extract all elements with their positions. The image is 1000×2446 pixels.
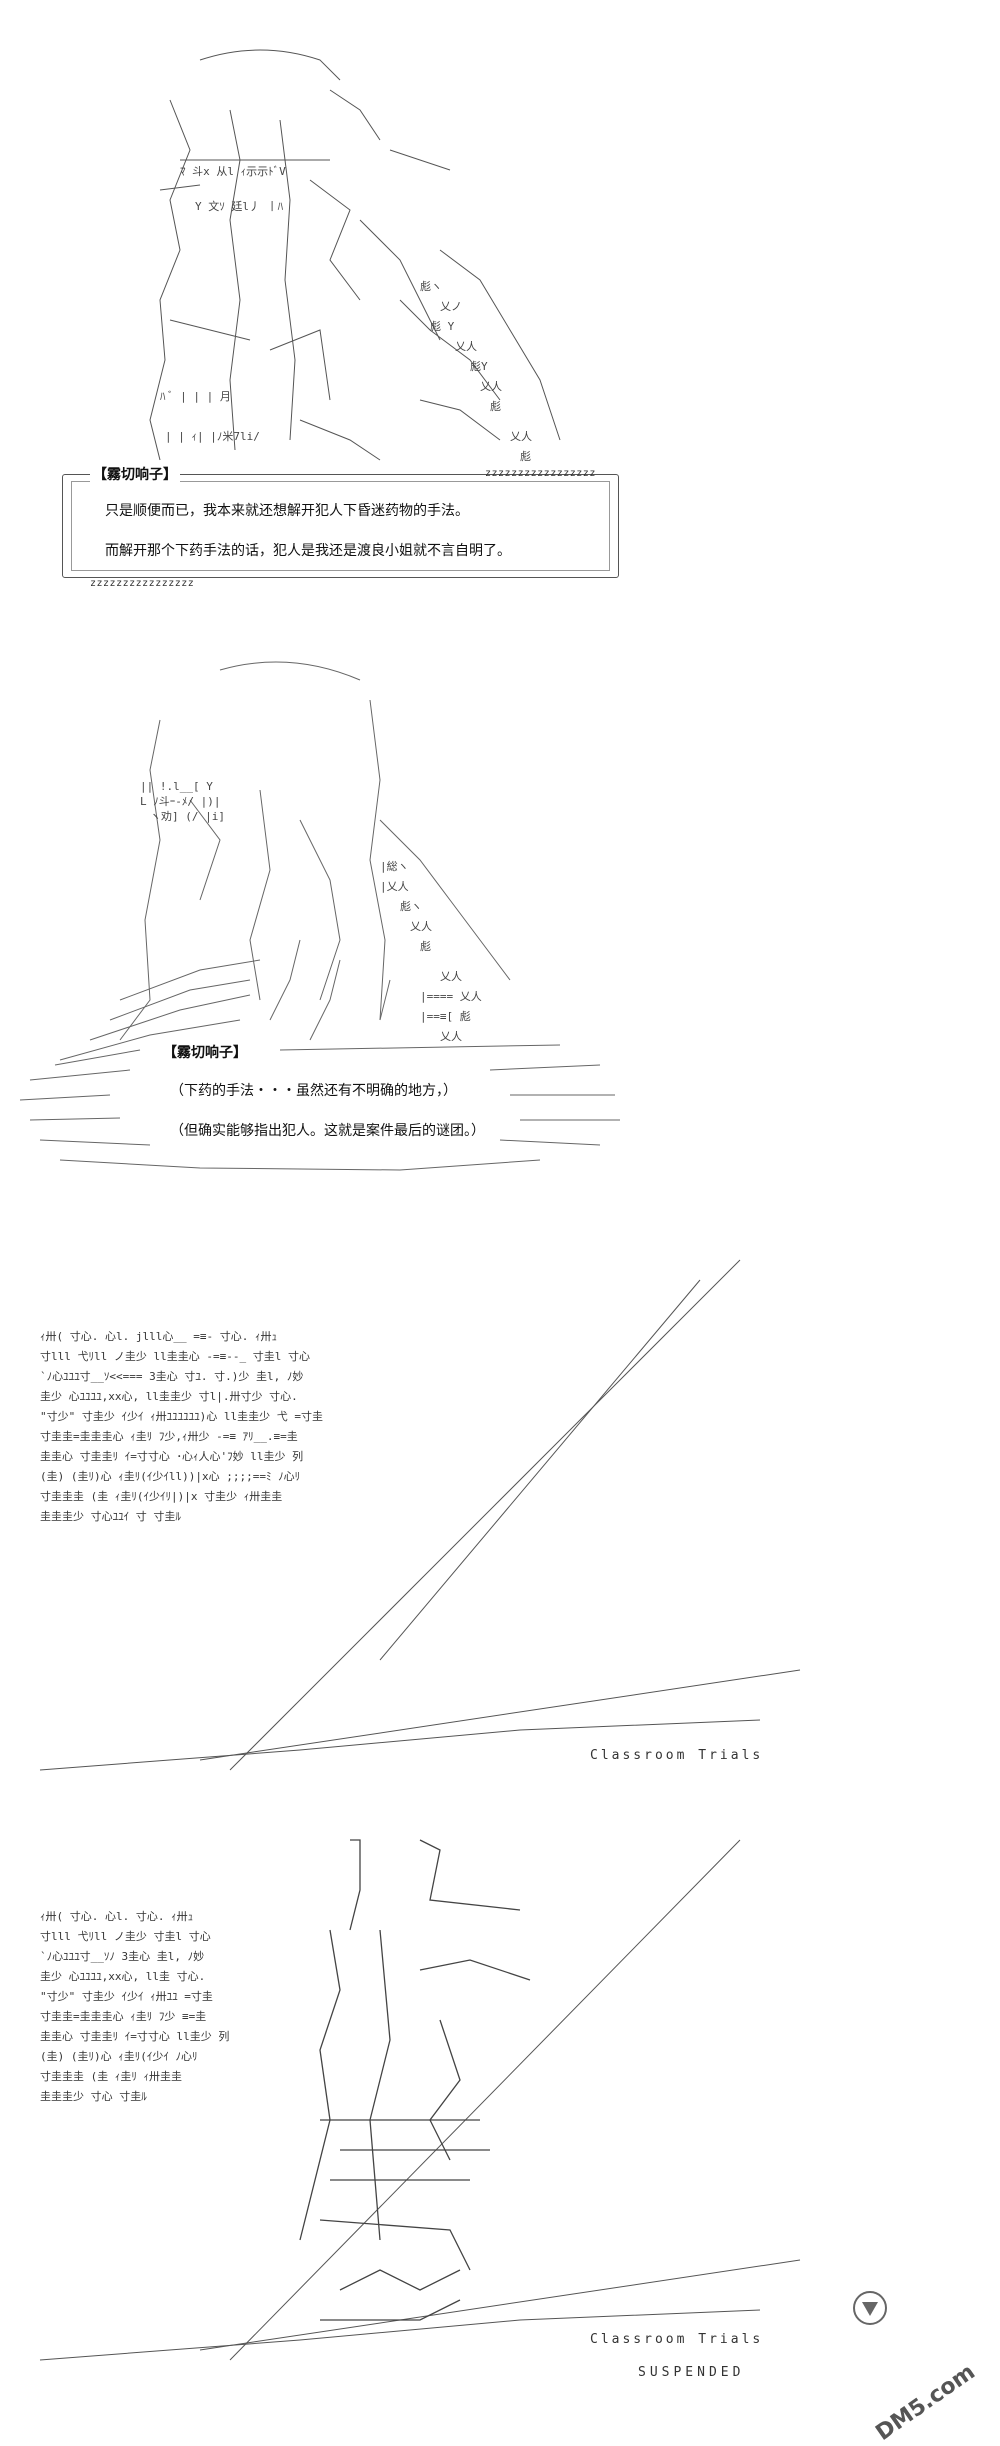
svg-text:圭圭圭少 寸心 寸圭ﾙ: 圭圭圭少 寸心 寸圭ﾙ <box>40 2089 147 2103</box>
svg-text:彪ヽ: 彪ヽ <box>400 900 422 913</box>
svg-text:ｨ卅( 寸心. 心l. jlll心__ =≡-: ｨ卅( 寸心. 心l. jlll心__ =≡- 寸心. ｨ卅ｭ <box>40 1329 277 1343</box>
thought-line-1: （下药的手法・・・虽然还有不明确的地方，） <box>170 1083 457 1099</box>
logo-title: Classroom Trials <box>590 1748 764 1763</box>
svg-text:(圭) (圭ﾘ)心 ｨ圭ﾘ(ｲ少ｲ ﾉ心ﾘ: (圭) (圭ﾘ)心 ｨ圭ﾘ(ｲ少ｲ ﾉ心ﾘ <box>40 2050 197 2063</box>
panel-1: ﾏ 斗x 从l ｨ示示ﾄﾞV Y 文ｿ 廷l丿 丨ﾊ 彪ヽ 乂ノ 彪 Y 乂人 … <box>0 0 1000 600</box>
dialogue-line-2: 而解开那个下药手法的话，犯人是我还是渡良小姐就不言自明了。 <box>105 543 511 559</box>
svg-text:彪Y: 彪Y <box>470 360 488 373</box>
svg-text:乂人: 乂人 <box>480 380 502 393</box>
svg-text:L ﾉ斗ｰ-ﾒ/ |)|: L ﾉ斗ｰ-ﾒ/ |)| <box>140 795 220 808</box>
svg-text:|乂人: |乂人 <box>380 880 409 893</box>
svg-text:ｨ卅( 寸心. 心l. 寸心. ｨ卅ｭ: ｨ卅( 寸心. 心l. 寸心. ｨ卅ｭ <box>40 1909 193 1923</box>
svg-text:Y 文ｿ 廷l丿 丨ﾊ: Y 文ｿ 廷l丿 丨ﾊ <box>195 199 284 213</box>
svg-text:寸圭圭圭 (圭 ｨ圭ﾘ(ｲ少ｲﾘ|)|x 寸圭: 寸圭圭圭 (圭 ｨ圭ﾘ(ｲ少ｲﾘ|)|x 寸圭少 ｨ卅圭圭 <box>40 1489 282 1503</box>
svg-text:寸圭圭=圭圭圭心 ｨ圭ﾘ ﾌ少 ≡=圭: 寸圭圭=圭圭圭心 ｨ圭ﾘ ﾌ少 ≡=圭 <box>40 2009 206 2023</box>
svg-text:乂人: 乂人 <box>440 970 462 983</box>
svg-text:乂人: 乂人 <box>455 340 477 353</box>
svg-text:(圭) (圭ﾘ)心 ｨ圭ﾘ(ｲ少ｲll))|x心 ;: (圭) (圭ﾘ)心 ｨ圭ﾘ(ｲ少ｲll))|x心 ;;;;==ﾐ ﾉ心ﾘ <box>40 1470 300 1483</box>
svg-text:| | ｨ| |ﾉ米7li/: | | ｨ| |ﾉ米7li/ <box>165 430 260 443</box>
svg-text:圭少 心ﾕﾕﾕﾕ,xx心, ll圭圭少 寸l|.卅寸: 圭少 心ﾕﾕﾕﾕ,xx心, ll圭圭少 寸l|.卅寸少 寸心. <box>40 1389 298 1403</box>
dialogue-line-1: 只是顺便而已，我本来就还想解开犯人下昏迷药物的手法。 <box>105 503 469 519</box>
svg-text:`ﾉ心ﾕﾕﾕ寸__ｿﾉ 3圭心 圭l, ﾉ妙: `ﾉ心ﾕﾕﾕ寸__ｿﾉ 3圭心 圭l, ﾉ妙 <box>40 1949 204 1963</box>
svg-text:"寸少" 寸圭少 ｲ少ｲ ｨ卅ﾕﾕﾕﾕﾕﾕ)心 ll圭: "寸少" 寸圭少 ｲ少ｲ ｨ卅ﾕﾕﾕﾕﾕﾕ)心 ll圭圭少 弋 =寸圭 <box>40 1409 323 1423</box>
svg-text:圭圭心 寸圭圭ﾘ ｲ=寸寸心 ll圭少 列: 圭圭心 寸圭圭ﾘ ｲ=寸寸心 ll圭少 列 <box>40 2029 229 2043</box>
svg-text:|==== 乂人: |==== 乂人 <box>420 990 482 1003</box>
dialogue-box-inner-border <box>71 481 610 571</box>
svg-text:寸圭圭圭 (圭 ｨ圭ﾘ ｨ卅圭圭: 寸圭圭圭 (圭 ｨ圭ﾘ ｨ卅圭圭 <box>40 2069 182 2083</box>
svg-text:圭少 心ﾕﾕﾕﾕ,xx心, ll圭 寸心.: 圭少 心ﾕﾕﾕﾕ,xx心, ll圭 寸心. <box>40 1969 205 1983</box>
svg-text:彪: 彪 <box>490 400 501 413</box>
svg-text:彪: 彪 <box>520 450 531 463</box>
svg-text:彪: 彪 <box>420 940 431 953</box>
svg-text:ﾊ ﾞ | | | 月: ﾊ ﾞ | | | 月 <box>160 390 231 403</box>
thought-line-2: （但确实能够指出犯人。这就是案件最后的谜团。） <box>170 1123 485 1139</box>
svg-text:圭圭圭少 寸心ﾕﾕｲ 寸 寸圭ﾙ: 圭圭圭少 寸心ﾕﾕｲ 寸 寸圭ﾙ <box>40 1509 181 1523</box>
svg-text:ヽ劝] (/ |i]: ヽ劝] (/ |i] <box>150 809 225 823</box>
svg-text:彪 Y: 彪 Y <box>430 320 455 333</box>
svg-text:寸lll 弋ﾘll ノ圭少 ll圭圭心 -=≡--_: 寸lll 弋ﾘll ノ圭少 ll圭圭心 -=≡--_ 寸圭l 寸心 <box>40 1349 310 1363</box>
svg-text:寸圭圭=圭圭圭心 ｨ圭ﾘ ﾌ少,ｨ卅少 -=≡ ｱﾘ: 寸圭圭=圭圭圭心 ｨ圭ﾘ ﾌ少,ｨ卅少 -=≡ ｱﾘ__.≡=圭 <box>40 1429 298 1443</box>
svg-text:ﾏ 斗x 从l ｨ示示ﾄﾞV: ﾏ 斗x 从l ｨ示示ﾄﾞV <box>180 165 286 178</box>
border-decoration-bottom: zzzzzzzzzzzzzzzz <box>90 578 195 589</box>
svg-text:`ﾉ心ﾕﾕﾕ寸__ｿ<<=== 3圭心 寸ﾕ. 寸.: `ﾉ心ﾕﾕﾕ寸__ｿ<<=== 3圭心 寸ﾕ. 寸.)少 圭l, ﾉ妙 <box>40 1369 303 1383</box>
svg-text:乂人: 乂人 <box>510 430 532 443</box>
speaker-name-2: 【霧切响子】 <box>160 1042 250 1062</box>
classroom-trials-suspended-logo-art: ｨ卅( 寸心. 心l. 寸心. ｨ卅ｭ 寸lll 弋ﾘll ノ圭少 寸圭l 寸心… <box>39 1839 801 2361</box>
character-back-ascii-art: || !.l__[ Y L ﾉ斗ｰ-ﾒ/ |)| ヽ劝] (/ |i] |総ヽ … <box>19 661 620 1171</box>
dm5-logo-icon <box>853 2291 887 2325</box>
panel-3: ｨ卅( 寸心. 心l. jlll心__ =≡- 寸心. ｨ卅ｭ 寸lll 弋ﾘl… <box>0 1240 1000 1800</box>
svg-text:乂ノ: 乂ノ <box>440 300 462 313</box>
svg-text:寸lll 弋ﾘll ノ圭少 寸圭l 寸心: 寸lll 弋ﾘll ノ圭少 寸圭l 寸心 <box>40 1929 211 1943</box>
svg-text:乂人: 乂人 <box>440 1030 462 1043</box>
svg-text:|総ヽ: |総ヽ <box>380 859 409 873</box>
panel-4: ｨ卅( 寸心. 心l. 寸心. ｨ卅ｭ 寸lll 弋ﾘll ノ圭少 寸圭l 寸心… <box>0 1820 1000 2398</box>
svg-text:|| !.l__[ Y: || !.l__[ Y <box>140 780 213 793</box>
classroom-trials-logo-art: ｨ卅( 寸心. 心l. jlll心__ =≡- 寸心. ｨ卅ｭ 寸lll 弋ﾘl… <box>39 1259 801 1771</box>
logo-subtitle: SUSPENDED <box>638 2365 745 2380</box>
panel-2: || !.l__[ Y L ﾉ斗ｰ-ﾒ/ |)| ヽ劝] (/ |i] |総ヽ … <box>0 640 1000 1220</box>
svg-text:|==≡[ 彪: |==≡[ 彪 <box>420 1010 471 1023</box>
logo-title-2: Classroom Trials <box>590 2332 764 2347</box>
dialogue-box <box>62 474 619 578</box>
svg-text:乂人: 乂人 <box>410 920 432 933</box>
svg-text:彪ヽ: 彪ヽ <box>420 280 442 293</box>
svg-text:"寸少" 寸圭少 ｲ少ｲ ｨ卅ﾕﾕ =寸圭: "寸少" 寸圭少 ｲ少ｲ ｨ卅ﾕﾕ =寸圭 <box>40 1989 213 2003</box>
speaker-name: 【霧切响子】 <box>90 464 180 484</box>
character-ascii-art: ﾏ 斗x 从l ｨ示示ﾄﾞV Y 文ｿ 廷l丿 丨ﾊ 彪ヽ 乂ノ 彪 Y 乂人 … <box>149 49 561 463</box>
border-decoration-top: zzzzzzzzzzzzzzzzz <box>485 468 596 479</box>
svg-text:圭圭心 寸圭圭ﾘ ｲ=寸寸心 ･心ｨ人心'ﾌ妙 l: 圭圭心 寸圭圭ﾘ ｲ=寸寸心 ･心ｨ人心'ﾌ妙 ll圭少 列 <box>40 1449 303 1463</box>
